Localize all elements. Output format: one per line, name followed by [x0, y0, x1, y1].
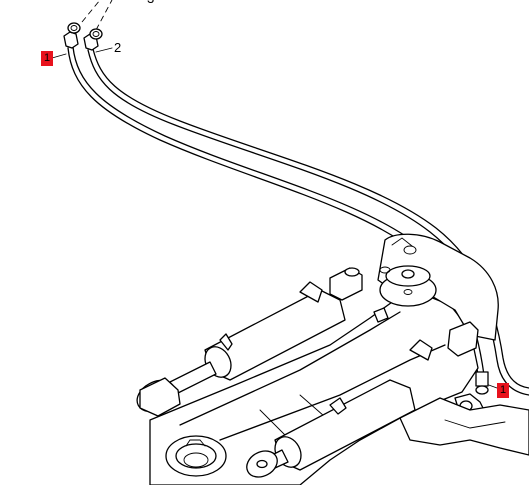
- top-fitting-2: [83, 28, 103, 51]
- top-fitting-1: [63, 22, 81, 49]
- callout-item-partial: 3: [147, 0, 154, 6]
- leader-2: [95, 47, 113, 53]
- pivot-housing: [377, 233, 499, 341]
- callout-item-1-bottom: 1: [497, 383, 510, 398]
- pivot-ring: [165, 435, 227, 477]
- right-lower-housing: [399, 397, 529, 456]
- dashed-leader-lines: [81, 0, 113, 31]
- leader-1-top: [51, 53, 67, 59]
- mounting-brackets: [329, 267, 479, 357]
- callout-item-1-top: 1: [41, 51, 54, 66]
- hose-2: [87, 48, 529, 396]
- steering-cylinder-upper: [136, 281, 346, 417]
- callout-item-2: 2: [114, 40, 122, 55]
- steering-cylinder-lower: [246, 339, 433, 478]
